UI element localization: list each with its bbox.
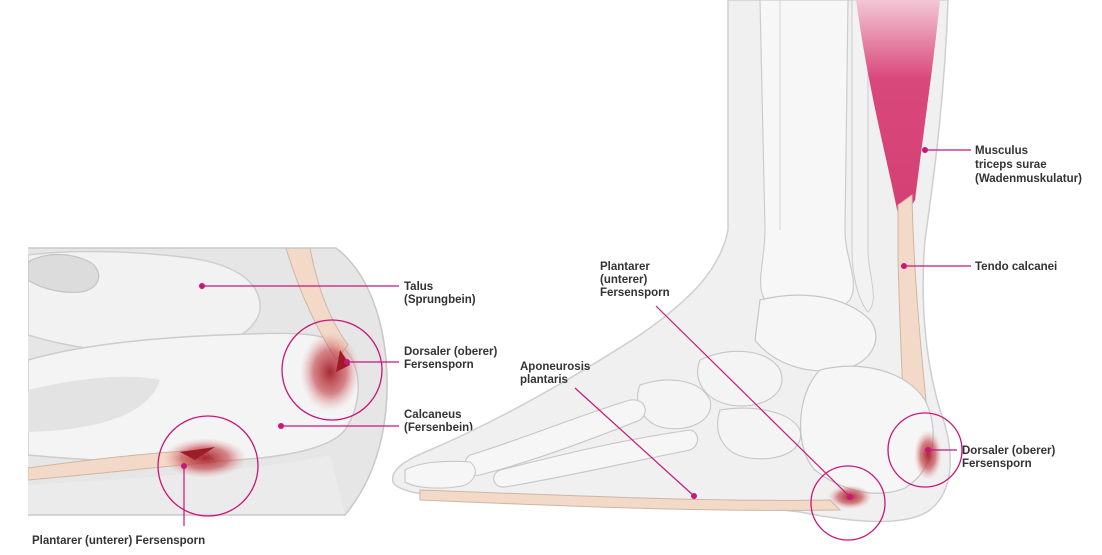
plantar-spur-inflammation (163, 438, 247, 478)
label-plantar-foot-3: Fersensporn (600, 287, 670, 299)
label-plantar-foot-1: Plantarer (600, 261, 650, 273)
foot-view: Musculus triceps surae (Wadenmuskulatur)… (393, 0, 1082, 540)
label-talus-sub: (Sprungbein) (404, 294, 476, 306)
label-muscle-2: triceps surae (975, 159, 1047, 171)
label-dorsal-foot-2: Fersensporn (962, 458, 1032, 470)
dorsal-spur-inflammation (300, 332, 360, 412)
dorsal-spur-inflammation-foot (914, 430, 942, 480)
plantar-dot-detail (181, 463, 187, 469)
label-dorsal-detail-sub: Fersensporn (404, 359, 474, 371)
label-calcaneus-sub: (Fersenbein) (404, 422, 473, 434)
detail-view: Talus (Sprungbein) Dorsaler (oberer) Fer… (28, 248, 497, 547)
tibia-bone (760, 0, 853, 315)
label-muscle-3: (Wadenmuskulatur) (975, 173, 1082, 185)
label-talus: Talus (404, 281, 433, 293)
dorsal-dot-foot (925, 447, 931, 453)
muscle-dot (922, 147, 928, 153)
tendon-dot (901, 263, 907, 269)
label-aponeurosis-1: Aponeurosis (520, 361, 590, 373)
dorsal-dot-detail (344, 359, 350, 365)
talus-dot (199, 283, 205, 289)
plantar-dot-foot (847, 494, 853, 500)
label-dorsal-detail: Dorsaler (oberer) (404, 346, 497, 358)
label-muscle-1: Musculus (975, 145, 1028, 157)
label-dorsal-foot-1: Dorsaler (oberer) (962, 445, 1055, 457)
label-plantar-detail: Plantarer (unterer) Fersensporn (32, 535, 205, 547)
label-tendon: Tendo calcanei (975, 261, 1057, 273)
phalanges-bones (405, 461, 475, 488)
calcaneus-dot (278, 423, 284, 429)
aponeurosis-dot (691, 493, 697, 499)
label-plantar-foot-2: (unterer) (600, 274, 647, 286)
label-calcaneus: Calcaneus (404, 409, 462, 421)
label-aponeurosis-2: plantaris (520, 374, 568, 386)
